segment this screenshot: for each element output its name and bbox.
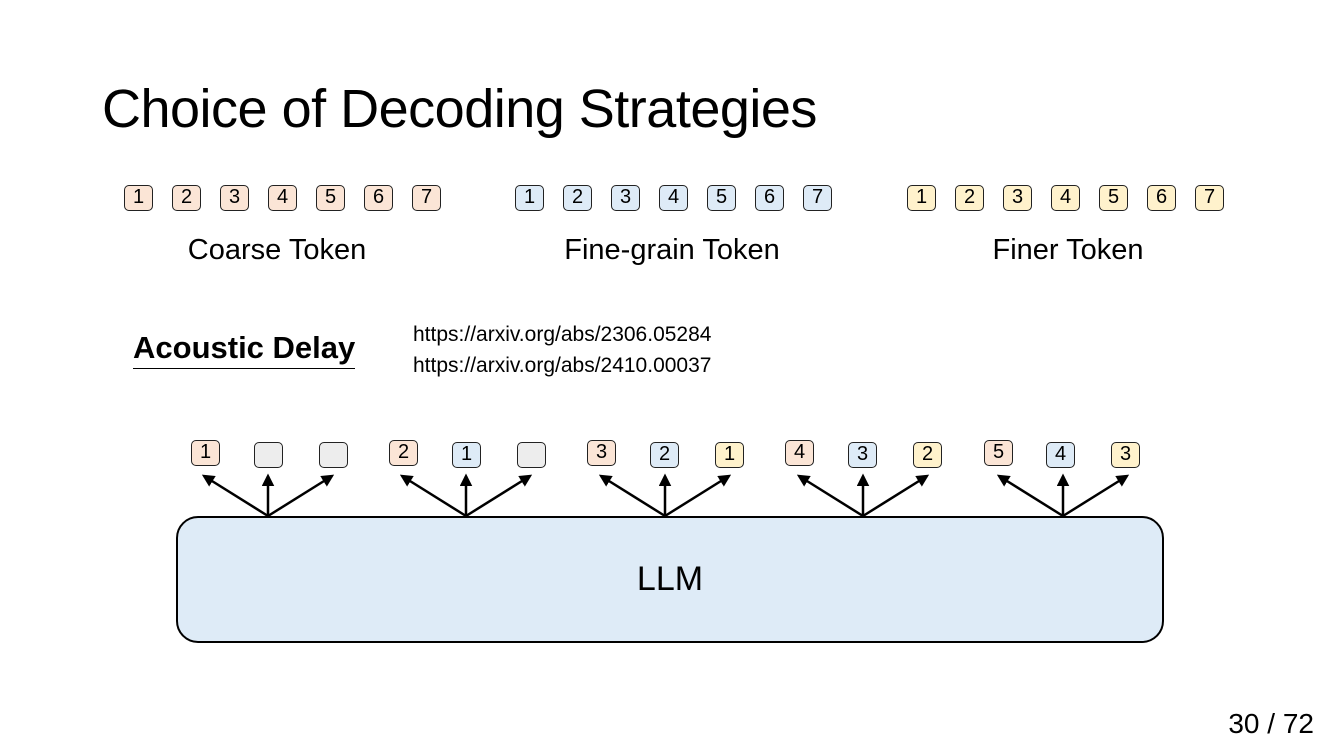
coarse-token: 3 bbox=[220, 185, 249, 211]
step-empty-token bbox=[254, 442, 283, 468]
step-coarse-token: 3 bbox=[587, 440, 616, 466]
fine-grain-token: 3 bbox=[611, 185, 640, 211]
step-fine-token: 3 bbox=[848, 442, 877, 468]
finer-token: 2 bbox=[955, 185, 984, 211]
coarse-token: 1 bbox=[124, 185, 153, 211]
page-number: 30 / 72 bbox=[1228, 708, 1314, 739]
fine-grain-token: 4 bbox=[659, 185, 688, 211]
fine-grain-token: 1 bbox=[515, 185, 544, 211]
step-fine-token: 2 bbox=[650, 442, 679, 468]
finer-token-label: Finer Token bbox=[992, 234, 1144, 266]
finer-token: 6 bbox=[1147, 185, 1176, 211]
fine-grain-token: 6 bbox=[755, 185, 784, 211]
llm-box: LLM bbox=[176, 516, 1164, 643]
fine-grain-token-label: Fine-grain Token bbox=[564, 234, 780, 266]
step-fine-token: 4 bbox=[1046, 442, 1075, 468]
step-coarse-token: 2 bbox=[389, 440, 418, 466]
step-finer-token: 2 bbox=[913, 442, 942, 468]
reference-link[interactable]: https://arxiv.org/abs/2306.05284 bbox=[413, 323, 712, 346]
coarse-token: 2 bbox=[172, 185, 201, 211]
coarse-token: 5 bbox=[316, 185, 345, 211]
step-fine-token: 1 bbox=[452, 442, 481, 468]
finer-token: 7 bbox=[1195, 185, 1224, 211]
coarse-token: 6 bbox=[364, 185, 393, 211]
step-empty-token bbox=[517, 442, 546, 468]
finer-token: 1 bbox=[907, 185, 936, 211]
fine-grain-token: 5 bbox=[707, 185, 736, 211]
finer-token: 5 bbox=[1099, 185, 1128, 211]
step-coarse-token: 4 bbox=[785, 440, 814, 466]
reference-link[interactable]: https://arxiv.org/abs/2410.00037 bbox=[413, 354, 712, 377]
acoustic-delay-heading: Acoustic Delay bbox=[133, 330, 356, 369]
step-coarse-token: 5 bbox=[984, 440, 1013, 466]
fine-grain-token: 2 bbox=[563, 185, 592, 211]
finer-token: 3 bbox=[1003, 185, 1032, 211]
fine-grain-token: 7 bbox=[803, 185, 832, 211]
coarse-token: 7 bbox=[412, 185, 441, 211]
finer-token: 4 bbox=[1051, 185, 1080, 211]
step-coarse-token: 1 bbox=[191, 440, 220, 466]
step-finer-token: 1 bbox=[715, 442, 744, 468]
slide-title: Choice of Decoding Strategies bbox=[102, 79, 817, 139]
coarse-token-label: Coarse Token bbox=[187, 234, 367, 266]
step-empty-token bbox=[319, 442, 348, 468]
coarse-token: 4 bbox=[268, 185, 297, 211]
llm-label: LLM bbox=[636, 560, 704, 598]
step-finer-token: 3 bbox=[1111, 442, 1140, 468]
